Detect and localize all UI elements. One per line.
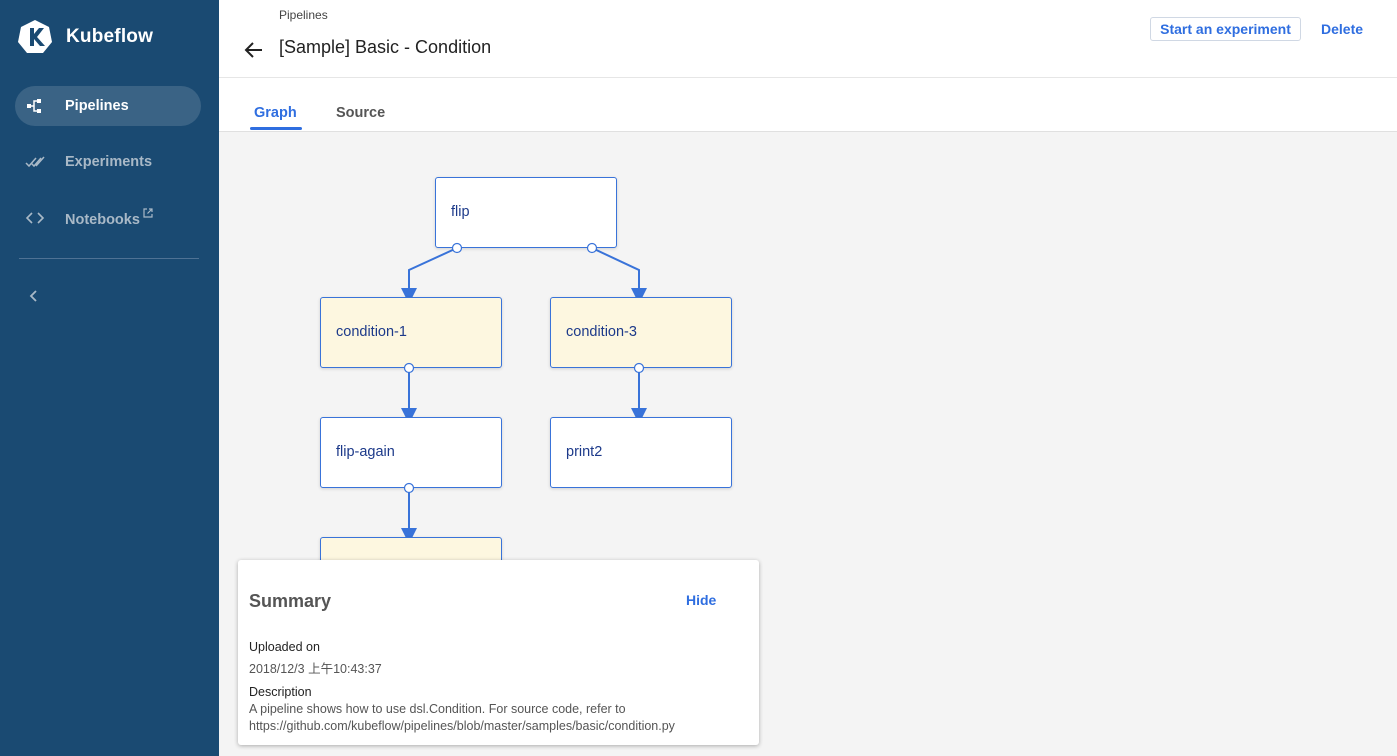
graph-node-flip-again[interactable]: flip-again [320, 417, 502, 488]
graph-node-condition-1[interactable]: condition-1 [320, 297, 502, 368]
chevron-left-icon[interactable] [24, 286, 44, 306]
sidebar-item-pipelines[interactable]: Pipelines [15, 86, 201, 126]
sidebar-item-notebooks[interactable]: Notebooks [15, 198, 201, 238]
brand-name: Kubeflow [66, 26, 154, 47]
breadcrumb[interactable]: Pipelines [279, 8, 328, 22]
sidebar: Kubeflow Pipelines Experiments Notebooks [0, 0, 219, 756]
page-title: [Sample] Basic - Condition [279, 37, 492, 57]
edge-flip-condition-1 [401, 247, 458, 304]
summary-title: Summary [249, 591, 332, 611]
sidebar-item-label: Pipelines [65, 98, 129, 114]
external-link-icon [143, 208, 153, 218]
node-label: flip [451, 204, 470, 220]
node-label: flip-again [336, 444, 395, 460]
description-text-line1: A pipeline shows how to use dsl.Conditio… [249, 702, 626, 716]
description-text-line2: https://github.com/kubeflow/pipelines/bl… [249, 719, 675, 733]
sidebar-item-label: Experiments [65, 154, 153, 170]
experiments-icon [25, 156, 45, 168]
sidebar-item-experiments[interactable]: Experiments [15, 142, 201, 182]
pipelines-icon [27, 99, 41, 113]
active-tab-indicator [250, 127, 302, 130]
tab-graph[interactable]: Graph [254, 105, 297, 121]
summary-panel: Summary Hide Uploaded on 2018/12/3 上午10:… [238, 560, 759, 745]
sidebar-item-label-text: Notebooks [65, 211, 140, 228]
kubeflow-logo-icon [18, 20, 52, 53]
tab-source[interactable]: Source [336, 105, 386, 121]
graph-edges [401, 247, 647, 544]
delete-button[interactable]: Delete [1313, 17, 1371, 41]
edge-flip-condition-3 [591, 247, 647, 304]
back-arrow-icon[interactable] [242, 38, 266, 62]
sidebar-divider [19, 258, 199, 259]
page-header: Pipelines [Sample] Basic - Condition Sta… [219, 0, 1397, 78]
description-label: Description [249, 685, 312, 699]
start-experiment-button[interactable]: Start an experiment [1150, 17, 1301, 41]
node-label: condition-1 [336, 324, 407, 340]
node-label: print2 [566, 444, 603, 460]
graph-node-flip[interactable]: flip [435, 177, 617, 248]
code-icon [25, 212, 45, 224]
sidebar-item-label: Notebooks [65, 208, 153, 228]
uploaded-on-value: 2018/12/3 上午10:43:37 [249, 662, 382, 676]
tab-bar: Graph Source [219, 79, 1397, 132]
brand[interactable]: Kubeflow [16, 18, 153, 56]
graph-node-condition-3[interactable]: condition-3 [550, 297, 732, 368]
node-label: condition-3 [566, 324, 637, 340]
hide-summary-button[interactable]: Hide [686, 592, 717, 608]
uploaded-on-label: Uploaded on [249, 640, 320, 654]
graph-node-print2[interactable]: print2 [550, 417, 732, 488]
